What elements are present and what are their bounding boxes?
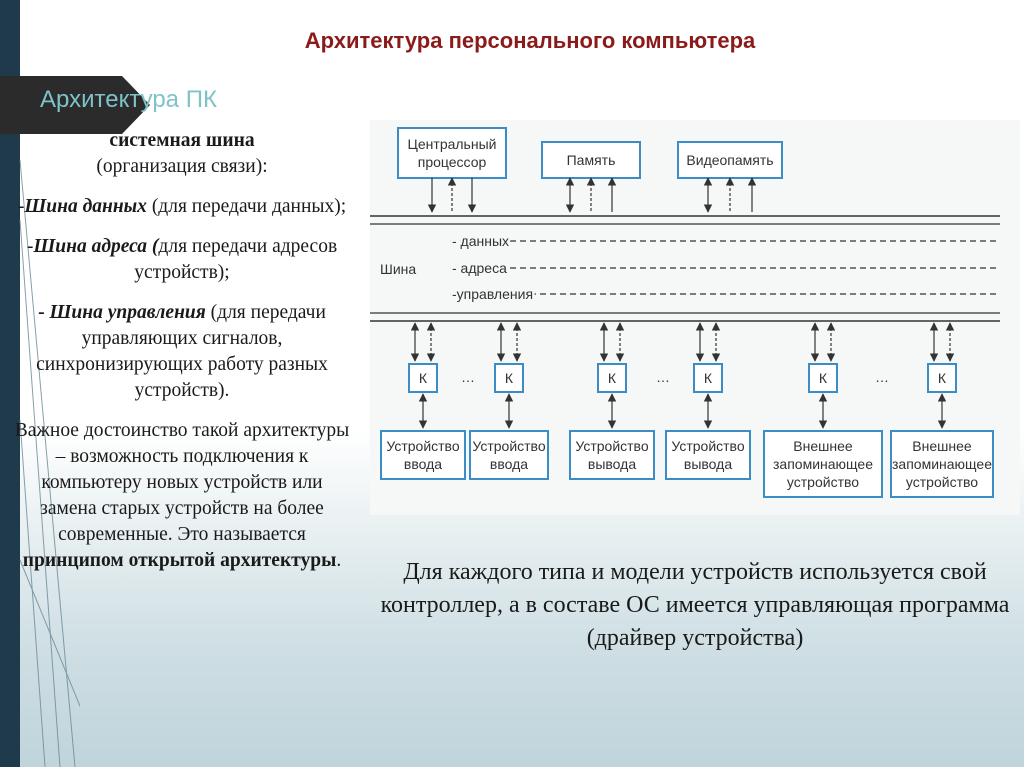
data-bus-name: Шина данных	[24, 196, 147, 217]
controller-box	[597, 363, 627, 393]
device-label: Устройство	[671, 438, 744, 454]
device-layer: К Устройство ввода К Устройство ввода К Устройс…	[380, 322, 994, 498]
device-box	[665, 430, 751, 480]
device-box	[763, 430, 883, 498]
section-banner	[0, 76, 150, 134]
video-memory-box: Видеопамять	[677, 141, 783, 179]
device-label: вывода	[588, 456, 636, 472]
ellipsis-1: …	[461, 369, 475, 385]
advantage-end: .	[336, 550, 342, 571]
control-bus-name: Шина управления	[49, 302, 206, 323]
device-box	[380, 430, 466, 480]
slide-title: Архитектура персонального компьютера	[304, 28, 756, 53]
cpu-label-line1: Центральный	[408, 136, 497, 152]
controller-note: Для каждого типа и модели устройств испо…	[380, 559, 1010, 651]
bus-line-control: -управления	[452, 286, 533, 302]
bus-note: (организация связи):	[96, 156, 268, 177]
cpu-label-line2: процессор	[418, 154, 487, 170]
left-accent-bar	[0, 0, 20, 767]
bus-line-data: - данных	[452, 233, 509, 249]
device-label: устройство	[906, 474, 978, 490]
memory-box: Память	[541, 141, 641, 179]
data-bus-prefix: -	[17, 196, 25, 217]
device-label: ввода	[490, 456, 528, 472]
controller-box	[808, 363, 838, 393]
control-bus-desc: (для передачи управляющих сигналов, синх…	[36, 302, 328, 401]
device-label: Устройство	[386, 438, 459, 454]
bus-lines	[370, 215, 1000, 322]
controller-label: К	[819, 370, 828, 386]
device-label: Внешнее	[912, 438, 972, 454]
section-label: Архитектура ПК	[40, 86, 217, 113]
decorative-lines	[19, 159, 80, 767]
device-label: запоминающее	[773, 456, 873, 472]
ellipsis-3: …	[875, 369, 889, 385]
device-label: запоминающее	[892, 456, 992, 472]
video-memory-label: Видеопамять	[686, 152, 773, 168]
device-label: вывода	[684, 456, 732, 472]
device-box	[469, 430, 549, 480]
bus-architecture-diagram: Центральный процессор Память Видеопамять…	[370, 120, 1020, 515]
control-bus-prefix: -	[38, 302, 50, 323]
bus-line-address: - адреса	[452, 260, 507, 276]
address-bus-name: Шина адреса (	[33, 236, 159, 257]
device-label: Устройство	[575, 438, 648, 454]
controller-box	[927, 363, 957, 393]
bus-heading: системная шина	[109, 130, 255, 151]
controller-label: К	[505, 370, 514, 386]
address-bus-prefix: -	[26, 236, 34, 257]
controller-label: К	[938, 370, 947, 386]
memory-label: Память	[567, 152, 616, 168]
controller-label: К	[704, 370, 713, 386]
advantage-term: принципом открытой архитектуры	[22, 550, 337, 571]
cpu-box: Центральный процессор	[397, 127, 507, 179]
ellipsis-2: …	[656, 369, 670, 385]
controller-box	[693, 363, 723, 393]
controller-box	[408, 363, 438, 393]
controller-box	[494, 363, 524, 393]
advantage-text: Важное достоинство такой архитектуры – в…	[14, 420, 350, 545]
controller-label: К	[608, 370, 617, 386]
bus-label: Шина	[380, 261, 416, 277]
top-arrows	[427, 177, 757, 213]
device-label: Внешнее	[793, 438, 853, 454]
device-box	[569, 430, 655, 480]
device-label: ввода	[404, 456, 442, 472]
device-label: Устройство	[472, 438, 545, 454]
data-bus-desc: (для передачи данных);	[151, 196, 347, 217]
bus-description: системная шина (организация связи): -Шин…	[12, 128, 352, 574]
device-label: устройство	[787, 474, 859, 490]
device-box	[890, 430, 994, 498]
address-bus-desc: для передачи адресов устройств);	[134, 236, 338, 283]
controller-label: К	[419, 370, 428, 386]
